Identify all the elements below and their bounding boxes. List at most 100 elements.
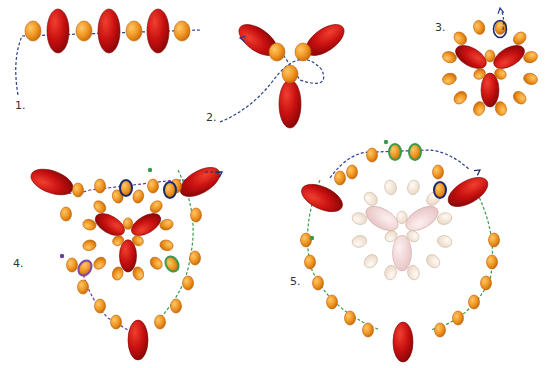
long-bead [402,201,442,235]
round-bead [487,255,498,269]
round-bead [389,144,401,160]
round-bead [363,323,374,337]
round-bead [441,50,457,64]
round-bead [159,239,175,253]
round-bead [451,89,469,107]
highlight-ring [494,21,507,38]
thread-end [148,168,152,172]
long-bead [147,9,169,53]
round-bead [436,234,453,249]
round-bead [73,183,84,197]
needle-arrow [498,8,504,14]
round-bead [362,252,381,271]
long-bead [128,209,165,240]
long-bead [98,9,120,53]
round-bead [472,67,487,82]
round-bead [132,189,146,205]
long-bead [128,320,148,360]
round-bead [351,234,368,249]
round-bead [301,233,312,247]
round-bead [433,165,444,179]
round-bead [347,165,358,179]
round-bead [95,179,106,193]
round-bead [95,299,106,313]
round-bead [511,89,529,107]
round-bead [126,21,142,41]
round-bead [76,21,92,41]
round-bead [120,180,132,196]
round-bead [383,264,398,281]
needle-arrow [474,170,480,175]
long-bead [481,73,499,107]
long-bead [47,9,69,53]
round-bead [91,198,108,215]
round-bead [494,100,508,116]
long-bead [443,171,492,212]
needle-arrow [216,172,222,177]
round-bead [451,29,469,47]
round-bead [472,19,486,35]
round-bead [383,229,399,244]
round-bead [67,258,78,272]
round-bead [511,29,529,47]
thread [55,180,190,330]
round-bead [78,280,89,294]
round-bead [191,208,202,222]
round-bead [434,182,446,198]
round-bead [183,276,194,290]
round-bead [111,234,126,248]
round-bead [493,67,508,82]
round-bead [406,179,421,196]
thread-end [384,140,388,144]
round-bead [345,311,356,325]
round-bead [91,255,108,272]
long-bead [393,322,413,362]
round-bead [351,211,368,226]
long-bead [490,41,528,74]
round-bead [472,100,486,116]
round-bead [397,211,408,224]
step-number: 4. [12,258,25,270]
thread-end [310,236,314,240]
round-bead [367,148,378,162]
round-bead [522,72,538,86]
round-bead [123,218,133,229]
round-bead [25,21,41,41]
round-bead [148,179,159,193]
thread [205,171,222,172]
step-number: 1. [14,100,27,112]
round-bead [131,234,146,248]
round-bead [164,182,176,198]
round-bead [327,295,338,309]
round-bead [159,218,175,232]
round-bead [148,255,165,272]
round-bead [409,144,421,160]
round-bead [174,21,190,41]
round-bead [362,190,381,209]
round-bead [313,276,324,290]
step-number: 2. [205,112,218,124]
long-bead [362,201,402,235]
long-bead [28,164,77,200]
round-bead [111,266,125,282]
round-bead [383,179,398,196]
round-bead [82,218,98,232]
round-bead [469,295,480,309]
round-bead [190,251,201,265]
step-number: 5. [289,276,302,288]
round-bead [295,43,311,61]
long-bead [92,209,129,240]
round-bead [61,207,72,221]
round-bead [132,266,146,282]
round-bead [522,50,538,64]
round-bead [406,264,421,281]
round-bead [305,255,316,269]
long-bead [452,41,490,74]
thread [220,38,324,122]
round-bead [148,198,165,215]
round-bead [335,171,346,185]
round-bead [405,229,421,244]
long-bead [279,80,301,128]
long-bead [393,235,412,271]
